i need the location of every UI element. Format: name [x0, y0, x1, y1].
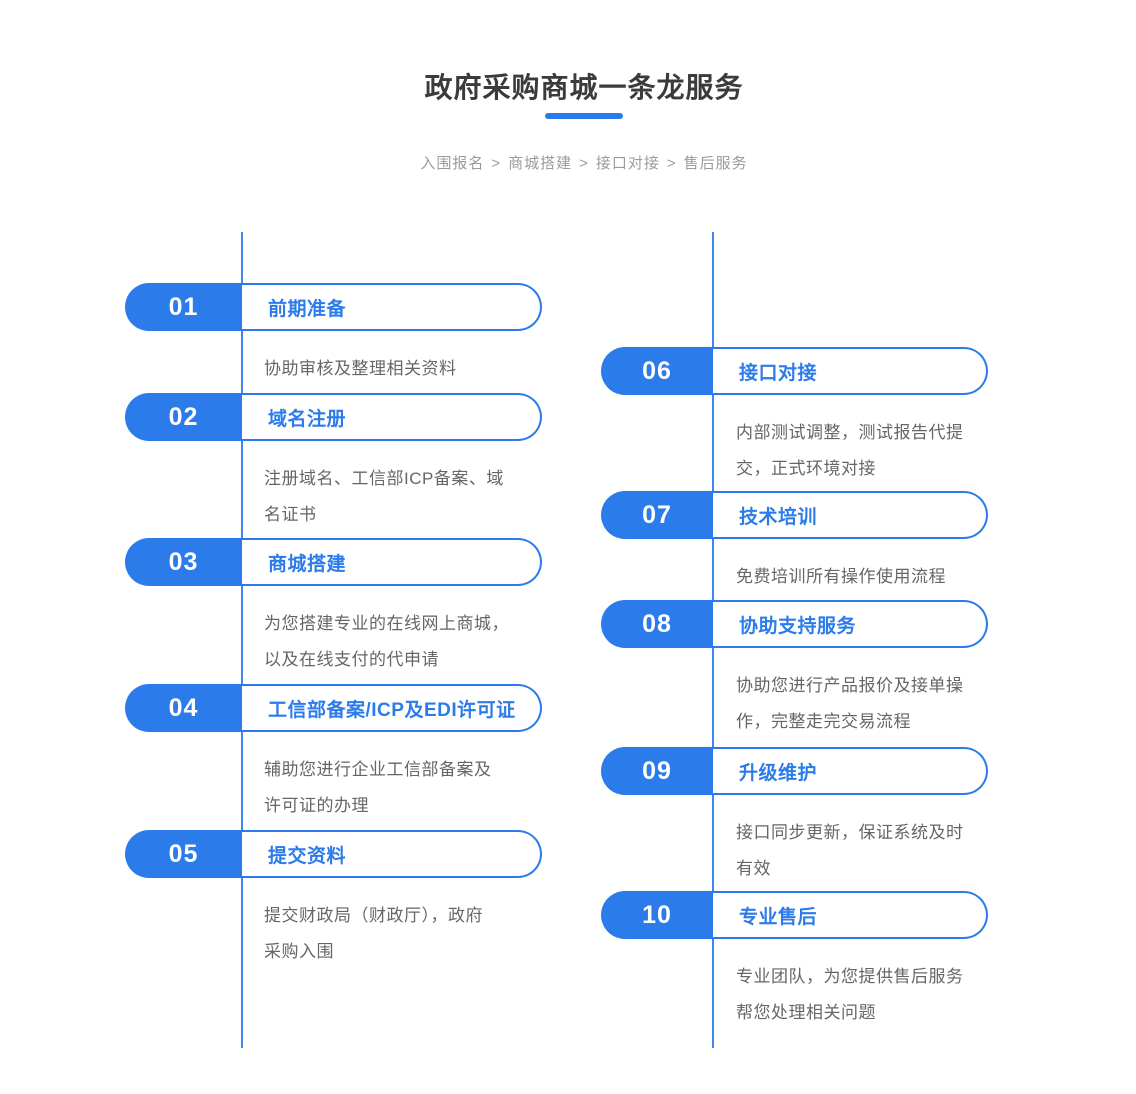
- step-title-pill: 升级维护: [713, 747, 988, 795]
- step: 04 工信部备案/ICP及EDI许可证 辅助您进行企业工信部备案及 许可证的办理: [125, 684, 542, 815]
- step: 10 专业售后 专业团队，为您提供售后服务 帮您处理相关问题: [601, 891, 988, 1022]
- step: 09 升级维护 接口同步更新，保证系统及时 有效: [601, 747, 988, 878]
- step-pills: 02 域名注册: [125, 393, 542, 441]
- step-title: 专业售后: [739, 906, 818, 928]
- step-title-pill: 域名注册: [242, 393, 542, 441]
- breadcrumb-item: 接口对接: [595, 155, 660, 172]
- step-pills: 04 工信部备案/ICP及EDI许可证: [125, 684, 542, 732]
- step-number: 07: [642, 500, 672, 529]
- step: 02 域名注册 注册域名、工信部ICP备案、域 名证书: [125, 393, 542, 524]
- breadcrumb-separator: >: [491, 155, 502, 172]
- step-description: 免费培训所有操作使用流程: [736, 567, 946, 586]
- step: 07 技术培训 免费培训所有操作使用流程: [601, 491, 988, 586]
- title-underline: [545, 113, 623, 119]
- step-number-pill: 05: [125, 830, 242, 878]
- step-description: 专业团队，为您提供售后服务 帮您处理相关问题: [736, 967, 964, 1022]
- step-title: 技术培训: [739, 506, 818, 528]
- step-title: 协助支持服务: [739, 615, 857, 637]
- step-title-pill: 专业售后: [713, 891, 988, 939]
- step-number-pill: 06: [601, 347, 713, 395]
- step-number-pill: 09: [601, 747, 713, 795]
- step-description: 内部测试调整，测试报告代提 交，正式环境对接: [736, 423, 964, 478]
- step-description: 辅助您进行企业工信部备案及 许可证的办理: [264, 760, 492, 815]
- step-pills: 10 专业售后: [601, 891, 988, 939]
- step-description: 协助您进行产品报价及接单操 作，完整走完交易流程: [736, 676, 964, 731]
- step-pills: 08 协助支持服务: [601, 600, 988, 648]
- breadcrumb: 入围报名 > 商城搭建 > 接口对接 > 售后服务: [32, 152, 1136, 173]
- step-title: 接口对接: [739, 362, 818, 384]
- step: 05 提交资料 提交财政局（财政厅），政府 采购入围: [125, 830, 542, 961]
- breadcrumb-item: 商城搭建: [508, 155, 573, 172]
- step-pills: 01 前期准备: [125, 283, 542, 331]
- step-title-pill: 商城搭建: [242, 538, 542, 586]
- step-description: 为您搭建专业的在线网上商城， 以及在线支付的代申请: [264, 614, 509, 669]
- step-number: 05: [168, 839, 199, 868]
- breadcrumb-item: 入围报名: [420, 155, 485, 172]
- step: 08 协助支持服务 协助您进行产品报价及接单操 作，完整走完交易流程: [601, 600, 988, 731]
- step-title: 提交资料: [268, 845, 347, 867]
- step-title: 前期准备: [268, 298, 347, 320]
- step-title: 域名注册: [268, 408, 347, 430]
- step-description: 协助审核及整理相关资料: [264, 359, 457, 378]
- timeline-line-left: [241, 232, 243, 1048]
- step-number: 06: [642, 356, 672, 385]
- step-number: 02: [168, 402, 199, 431]
- step-number: 03: [168, 547, 199, 576]
- step-title-pill: 前期准备: [242, 283, 542, 331]
- step-title: 升级维护: [739, 762, 818, 784]
- step-pills: 07 技术培训: [601, 491, 988, 539]
- breadcrumb-separator: >: [579, 155, 589, 172]
- step-pills: 05 提交资料: [125, 830, 542, 878]
- step-title-pill: 协助支持服务: [713, 600, 988, 648]
- step: 06 接口对接 内部测试调整，测试报告代提 交，正式环境对接: [601, 347, 988, 478]
- step-number-pill: 04: [125, 684, 242, 732]
- step-description: 提交财政局（财政厅），政府 采购入围: [264, 906, 483, 961]
- step-title-pill: 技术培训: [713, 491, 988, 539]
- step-number: 10: [642, 900, 672, 929]
- step-title-pill: 提交资料: [242, 830, 542, 878]
- step-pills: 03 商城搭建: [125, 538, 542, 586]
- step: 01 前期准备 协助审核及整理相关资料: [125, 283, 542, 378]
- step-number-pill: 08: [601, 600, 713, 648]
- step-number-pill: 03: [125, 538, 242, 586]
- step-number: 08: [642, 609, 672, 638]
- step-pills: 06 接口对接: [601, 347, 988, 395]
- step-description: 接口同步更新，保证系统及时 有效: [736, 823, 964, 878]
- step-number-pill: 07: [601, 491, 713, 539]
- step-title: 工信部备案/ICP及EDI许可证: [268, 699, 516, 721]
- breadcrumb-separator: >: [666, 155, 677, 172]
- step-number-pill: 02: [125, 393, 242, 441]
- step-number: 04: [168, 693, 199, 722]
- step-number-pill: 01: [125, 283, 242, 331]
- step-title-pill: 接口对接: [713, 347, 988, 395]
- step-title: 商城搭建: [268, 553, 347, 575]
- step-title-pill: 工信部备案/ICP及EDI许可证: [242, 684, 542, 732]
- step-pills: 09 升级维护: [601, 747, 988, 795]
- breadcrumb-item: 售后服务: [683, 155, 748, 172]
- step: 03 商城搭建 为您搭建专业的在线网上商城， 以及在线支付的代申请: [125, 538, 542, 669]
- step-number: 09: [642, 756, 672, 785]
- step-number: 01: [168, 292, 199, 321]
- step-number-pill: 10: [601, 891, 713, 939]
- page-title: 政府采购商城一条龙服务: [424, 72, 744, 103]
- step-description: 注册域名、工信部ICP备案、域 名证书: [264, 469, 504, 524]
